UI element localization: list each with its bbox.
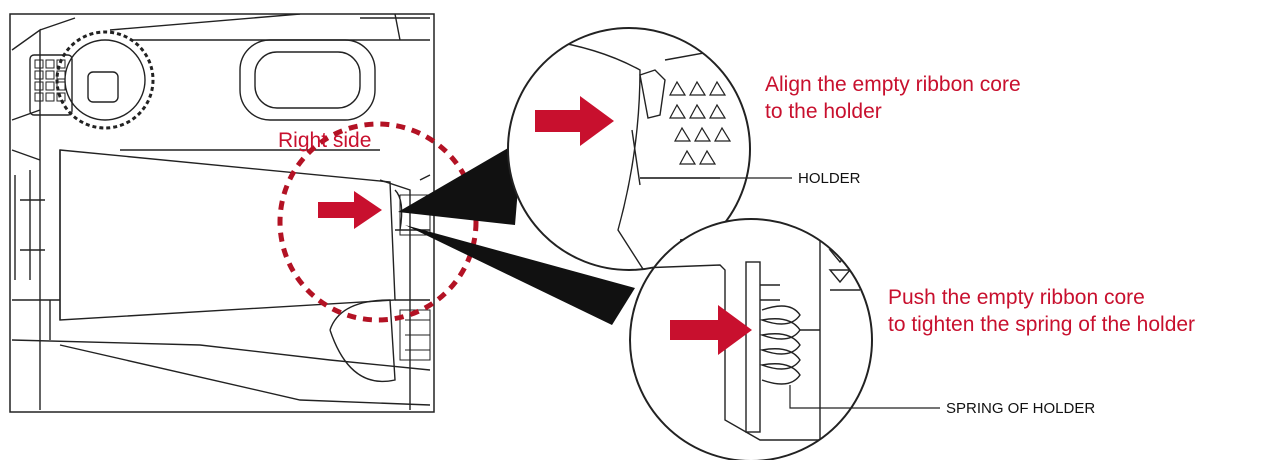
align-instruction-line1: Align the empty ribbon core — [765, 73, 1021, 96]
spring-of-holder-label: SPRING OF HOLDER — [946, 400, 1096, 417]
red-arrow-icon — [670, 305, 752, 355]
holder-label: HOLDER — [798, 170, 861, 187]
push-instruction-line2: to tighten the spring of the holder — [888, 313, 1196, 336]
dashed-circle-highlight — [277, 121, 479, 323]
right-side-label: Right side — [278, 129, 372, 152]
red-arrow-icon — [318, 191, 382, 229]
align-instruction-line2: to the holder — [765, 100, 882, 123]
callout-wedge-top — [398, 140, 522, 225]
callout-wedge-bottom — [405, 225, 635, 325]
push-instruction-line1: Push the empty ribbon core — [888, 286, 1145, 309]
spring-detail-view — [629, 218, 873, 462]
red-arrow-icon — [535, 96, 614, 146]
spring-leader-line — [789, 385, 940, 409]
printer-main-view — [9, 13, 479, 413]
